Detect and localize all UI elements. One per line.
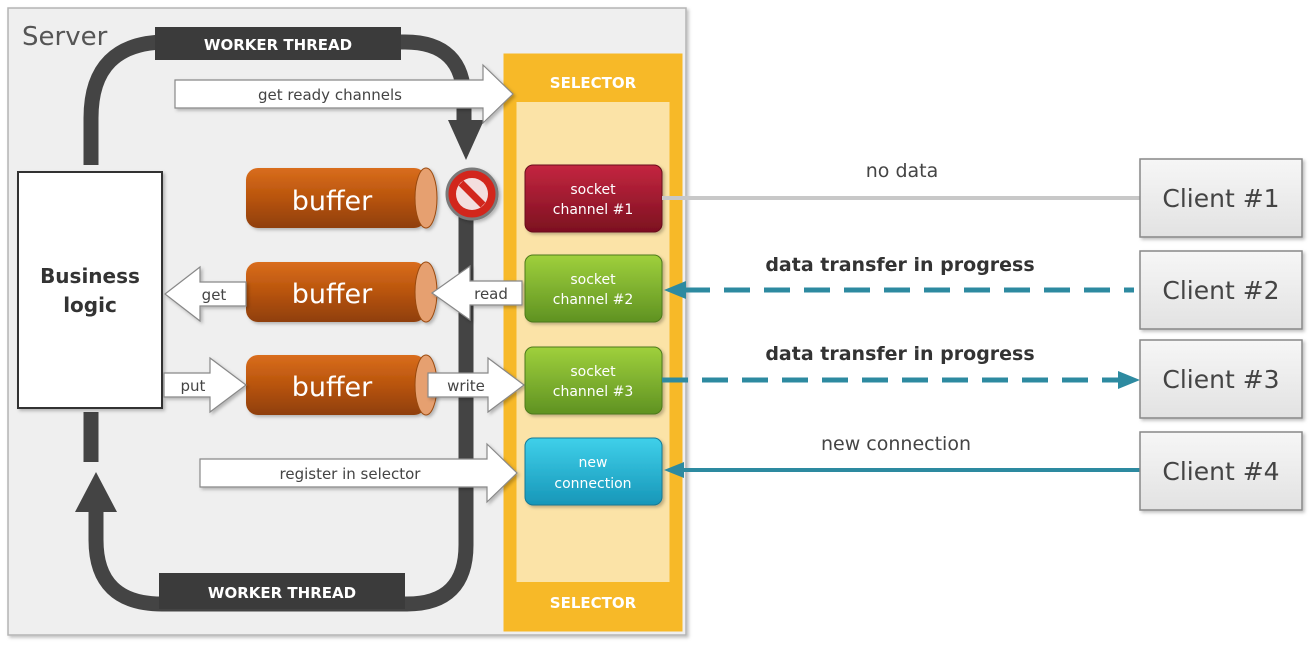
new-connection-line1: new (579, 455, 608, 471)
business-logic-box (17, 171, 163, 409)
new-connection-channel (524, 437, 663, 506)
client-1-box (1139, 158, 1303, 238)
worker-thread-top-label: WORKER THREAD (204, 36, 352, 54)
socket-channel-3-line1: socket (570, 364, 616, 380)
register-in-selector-label: register in selector (280, 465, 422, 483)
worker-loop-down-arrowhead (448, 120, 484, 160)
client-2-label: Client #2 (1162, 276, 1279, 305)
new-connection-line2: connection (554, 476, 631, 492)
write-label: write (447, 377, 485, 395)
no-data-label: no data (866, 160, 939, 182)
socket-channel-2-line1: socket (570, 272, 616, 288)
buffer-3-label: buffer (292, 372, 373, 403)
socket-channel-2-line2: channel #2 (553, 292, 634, 308)
worker-thread-top-label-box (155, 27, 401, 60)
get-arrow (164, 265, 247, 323)
client-3-label: Client #3 (1162, 365, 1279, 394)
buffer-1-label: buffer (292, 186, 373, 217)
buffer-2-label: buffer (292, 279, 373, 310)
put-label: put (181, 377, 206, 395)
socket-channel-2 (524, 254, 663, 323)
read-label: read (474, 285, 508, 303)
no-entry-icon (445, 167, 499, 221)
transfer-3-arrowhead (1118, 371, 1140, 389)
server-title: Server (22, 22, 108, 52)
get-label: get (202, 286, 227, 304)
socket-channel-1 (524, 164, 663, 233)
put-arrow (163, 356, 247, 414)
read-arrow (430, 264, 523, 322)
buffer-3 (246, 354, 438, 416)
worker-thread-bottom-label-box (159, 573, 405, 609)
register-in-selector-arrow (199, 442, 518, 504)
buffer-2 (246, 261, 438, 323)
selector-top-label: SELECTOR (550, 74, 637, 92)
client-2-box (1139, 250, 1303, 330)
get-ready-channels-label: get ready channels (258, 86, 402, 104)
client-4-label: Client #4 (1162, 457, 1279, 486)
selector-bottom-label: SELECTOR (550, 594, 637, 612)
new-connection-label: new connection (821, 433, 971, 455)
selector-bottom-band (510, 582, 676, 625)
get-ready-channels-arrow (174, 63, 514, 125)
business-logic-label-line1: Business (40, 264, 140, 288)
worker-thread-bottom-label: WORKER THREAD (208, 584, 356, 602)
transfer-2-label: data transfer in progress (765, 254, 1034, 276)
client-3-box (1139, 339, 1303, 419)
transfer-2-arrowhead (664, 281, 686, 299)
socket-channel-3 (524, 346, 663, 415)
buffer-1 (246, 167, 438, 229)
write-arrow (427, 356, 525, 414)
transfer-3-label: data transfer in progress (765, 343, 1034, 365)
selector-column (503, 53, 683, 632)
worker-loop-up-arrowhead (75, 472, 117, 512)
socket-channel-3-line2: channel #3 (553, 384, 634, 400)
selector-top-band (510, 60, 676, 102)
socket-channel-1-line1: socket (570, 182, 616, 198)
socket-channel-1-line2: channel #1 (553, 202, 634, 218)
business-logic-label-line2: logic (63, 293, 117, 317)
new-connection-arrowhead (664, 462, 684, 478)
client-4-box (1139, 431, 1303, 511)
client-1-label: Client #1 (1162, 184, 1279, 213)
